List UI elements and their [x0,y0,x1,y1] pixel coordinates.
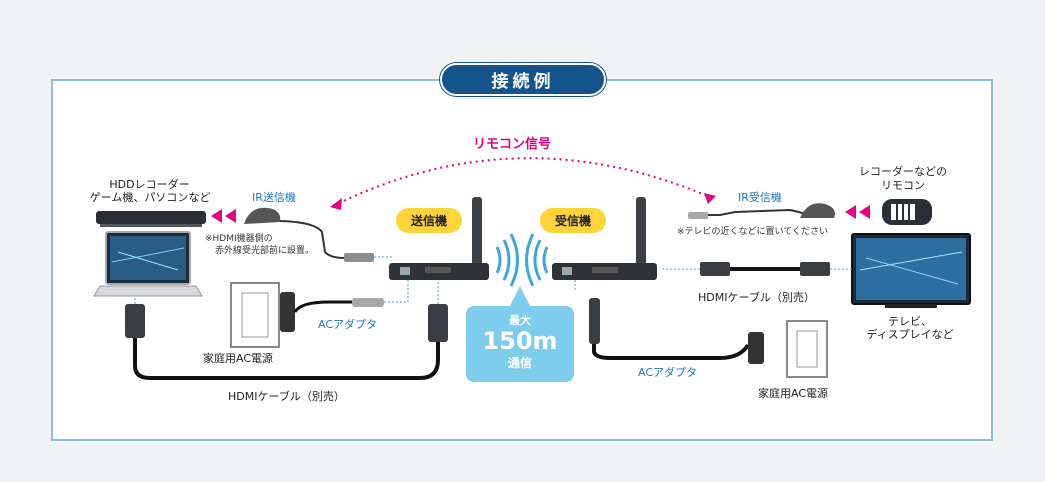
receiver-label: 受信機 [540,208,606,233]
hdd-recorder-label-1: HDDレコーダー [109,178,190,191]
remote-signal-arrowhead [330,198,342,210]
ir-rx-note: ※テレビの近くなどに置いてください [677,227,829,237]
range-pointer [510,286,530,306]
ir-arrow-left-icon-2 [225,209,236,223]
signal-waves-right-icon [525,233,549,287]
range-box: 最大 150m 通信 [466,306,574,382]
tv-label-2: ディスプレイなど [866,328,954,341]
range-label-top: 最大 [509,314,531,327]
transmitter-label: 送信機 [396,208,462,233]
receiver-device-icon [552,197,657,280]
hdd-recorder-icon [96,211,206,227]
ir-tx-note-1: ※HDMI機器側の [205,234,273,244]
transmitter-device-icon [389,197,489,280]
ac-adapter-left [230,278,409,348]
home-ac-right-label: 家庭用AC電源 [758,387,829,400]
range-label-bottom: 通信 [507,356,532,370]
page-title: 接続例 [440,63,606,96]
ir-receiver-icon [688,203,835,219]
remote-signal-arc [334,157,713,206]
ir-transmitter-label: IR送信機 [252,191,296,204]
ac-adapter-left-label: ACアダプタ [318,318,378,331]
ac-adapter-right [574,280,828,378]
hdd-recorder-label-2: ゲーム機、パソコンなど [89,191,211,204]
hdmi-cable-left-label: HDMIケーブル（別売） [228,390,345,403]
remote-label-1: レコーダーなどの [859,165,947,178]
ir-arrow-right-icon-2 [859,205,870,219]
tv-icon [851,233,971,308]
ir-arrow-left-icon [211,209,222,223]
hdmi-cable-left [125,280,448,380]
remote-label-2: リモコン [881,179,925,192]
remote-signal-arrowtail [704,193,716,204]
range-value: 150m [482,327,558,355]
ir-arrow-right-icon [845,205,856,219]
laptop-icon [93,231,203,297]
remote-signal-label: リモコン信号 [473,137,552,152]
ir-transmitter-icon [244,207,374,262]
remote-control-icon [882,199,932,225]
hdmi-cable-right [662,262,852,276]
home-ac-left-label: 家庭用AC電源 [203,352,274,365]
ir-tx-note-2: 赤外線受光部前に設置。 [215,246,315,256]
signal-waves-left-icon [495,233,519,287]
ir-receiver-label: IR受信機 [738,191,782,204]
hdmi-cable-right-label: HDMIケーブル（別売） [698,291,815,304]
tv-label-1: テレビ、 [888,315,932,328]
ac-adapter-right-label: ACアダプタ [638,366,698,379]
